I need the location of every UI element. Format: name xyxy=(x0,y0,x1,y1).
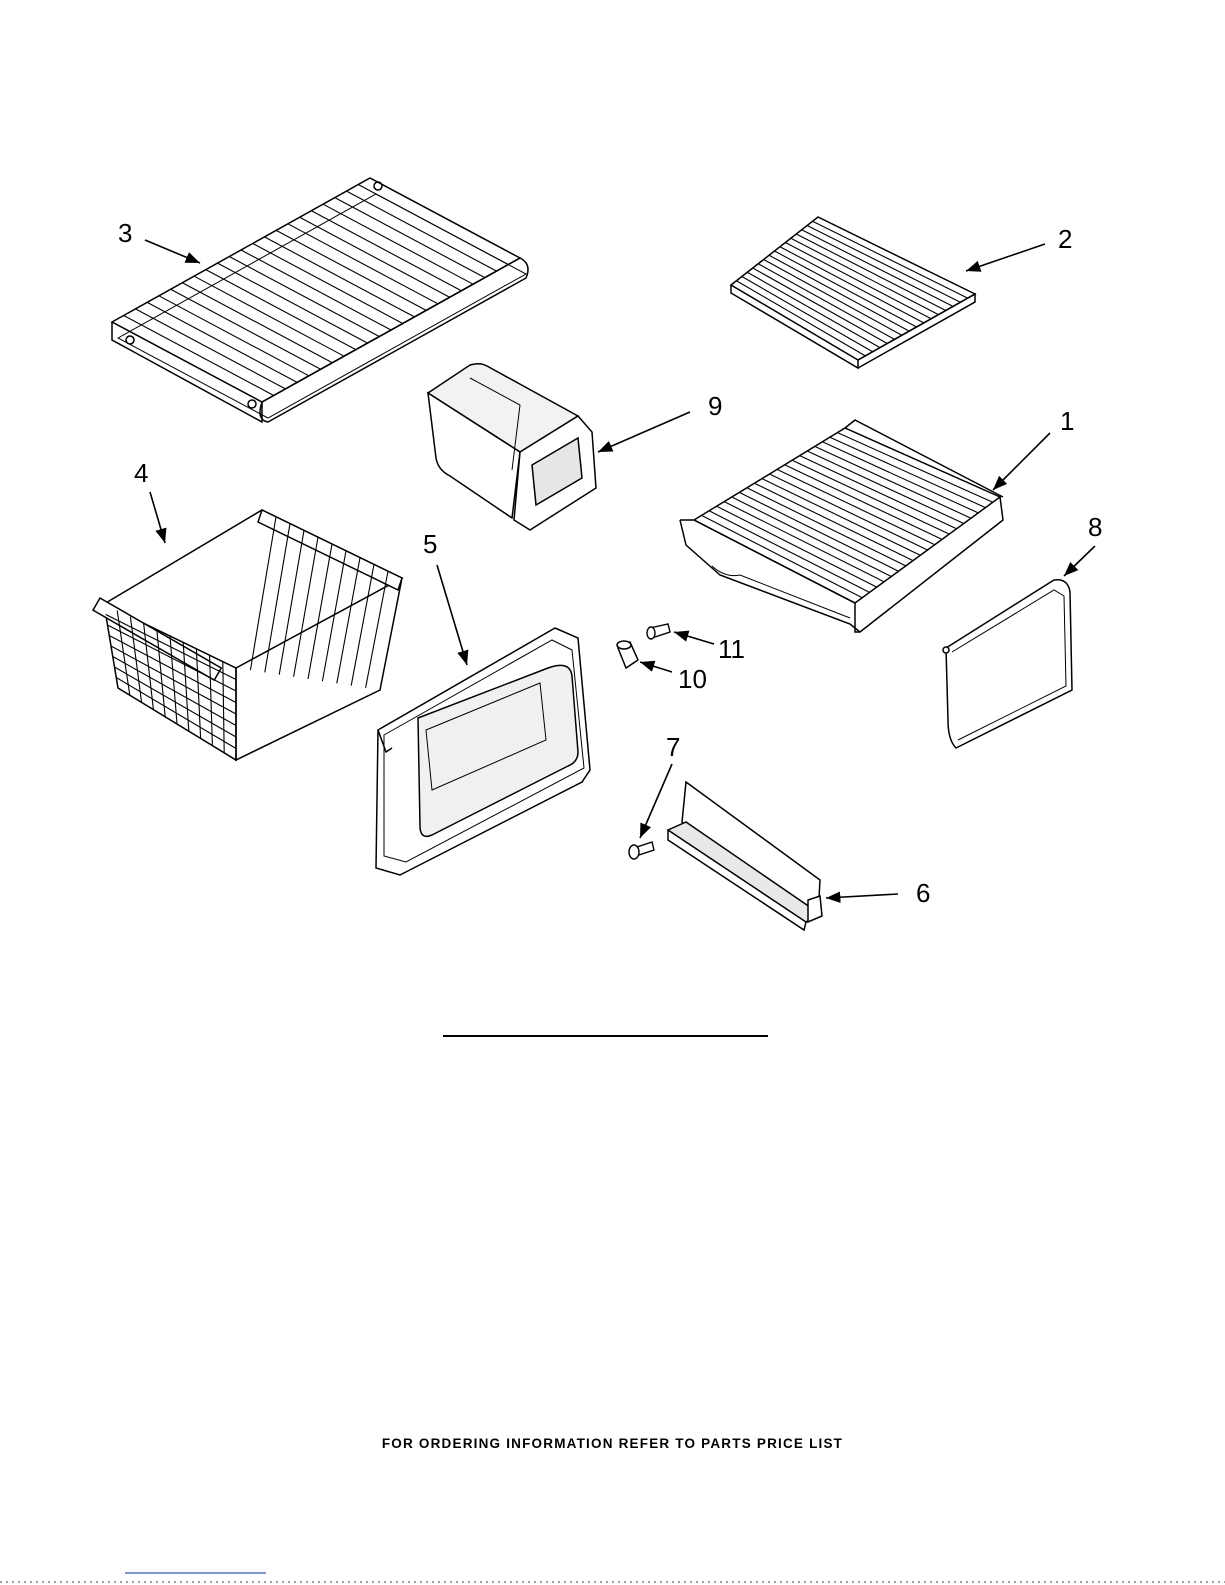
callout-11: 11 xyxy=(718,634,745,664)
part-11-screw xyxy=(647,624,670,639)
leader-6 xyxy=(826,894,898,898)
callout-7: 7 xyxy=(666,732,680,762)
ordering-info-footer: FOR ORDERING INFORMATION REFER TO PARTS … xyxy=(0,1436,1225,1451)
leader-7 xyxy=(640,764,672,838)
part-5-drawer-front xyxy=(376,628,590,875)
callout-1: 1 xyxy=(1060,406,1074,436)
leader-10 xyxy=(640,662,672,672)
leader-1 xyxy=(993,433,1050,490)
callout-8: 8 xyxy=(1088,512,1102,542)
callout-9: 9 xyxy=(708,391,722,421)
callout-4: 4 xyxy=(134,458,148,488)
page-bottom-strip xyxy=(0,1570,1225,1585)
leader-11 xyxy=(674,632,714,644)
leader-3 xyxy=(145,240,200,263)
callout-5: 5 xyxy=(423,529,437,559)
leader-4 xyxy=(150,492,165,543)
part-10-spacer xyxy=(617,641,638,668)
part-9-ice-bin xyxy=(428,364,596,530)
part-1-wire-shelf xyxy=(680,420,1003,632)
part-8-bin-door xyxy=(943,580,1072,748)
leader-2 xyxy=(966,244,1045,271)
part-7-screw xyxy=(629,842,654,859)
separator-rule xyxy=(443,1035,768,1037)
callout-2: 2 xyxy=(1058,224,1072,254)
callout-3: 3 xyxy=(118,218,132,248)
callout-10: 10 xyxy=(678,664,707,694)
leader-9 xyxy=(598,412,690,452)
callout-6: 6 xyxy=(916,878,930,908)
part-6-slide-rail xyxy=(668,782,822,930)
part-2-wire-shelf xyxy=(731,217,975,368)
part-4-wire-basket xyxy=(93,510,402,760)
leader-8 xyxy=(1064,546,1095,576)
leader-5 xyxy=(437,565,467,665)
